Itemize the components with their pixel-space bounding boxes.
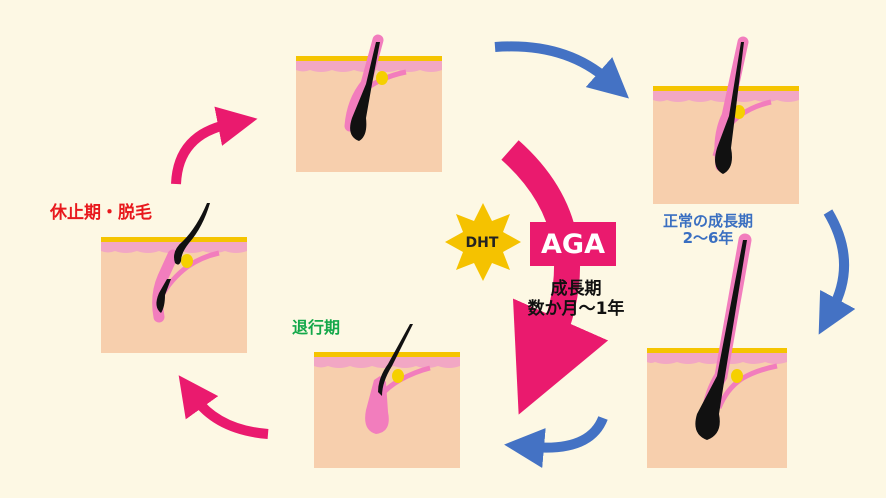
- label-anagen: 正常の成長期 2〜6年: [652, 212, 764, 248]
- label-aga-growth-line1: 成長期: [550, 279, 602, 299]
- dht-star-icon: [445, 203, 521, 281]
- label-aga-growth: 成長期 数か月〜1年: [506, 279, 646, 319]
- arrow-bottom-left-pink: [178, 375, 269, 439]
- skin-panel-late-anagen: [647, 233, 787, 468]
- skin-panel-catagen: [314, 324, 460, 468]
- skin-panel-anagen: [653, 36, 799, 204]
- arrow-top-left-pink: [171, 106, 258, 185]
- label-anagen-line1: 正常の成長期: [662, 212, 753, 230]
- label-telogen: 休止期・脱毛: [50, 203, 152, 223]
- label-aga: AGA: [530, 222, 616, 266]
- arrow-bottom-blue: [504, 415, 608, 468]
- skin-panel-early-anagen: [296, 34, 442, 172]
- skin-panel-telogen: [101, 203, 247, 353]
- label-anagen-line2: 2〜6年: [682, 229, 734, 248]
- label-aga-growth-line2: 数か月〜1年: [527, 298, 625, 319]
- arrow-right-blue: [818, 209, 856, 335]
- label-dht: DHT: [465, 235, 499, 251]
- label-catagen: 退行期: [292, 318, 341, 337]
- arrow-top-blue: [494, 41, 629, 99]
